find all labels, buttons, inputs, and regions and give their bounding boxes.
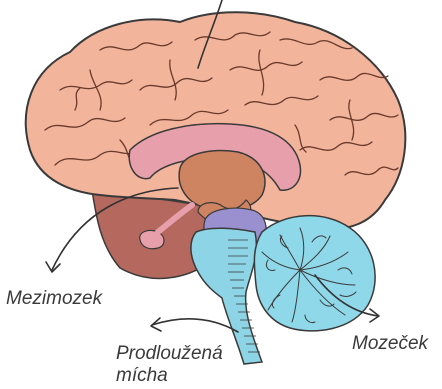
label-prodlouzena-line1: Prodloužená bbox=[116, 343, 223, 365]
label-prodlouzena-line2: mícha bbox=[116, 365, 168, 387]
label-mezimozek: Mezimozek bbox=[6, 288, 102, 310]
label-mozecek: Mozeček bbox=[352, 333, 428, 355]
thalamus bbox=[179, 151, 265, 211]
cerebellum bbox=[254, 216, 375, 331]
arrow-prodlouzena bbox=[152, 319, 238, 332]
